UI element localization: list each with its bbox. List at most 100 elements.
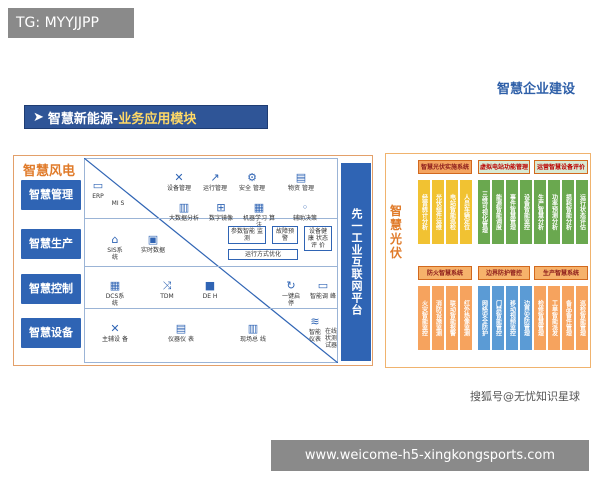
book-icon: ▦ — [253, 201, 265, 214]
dot-icon: ◦ — [301, 201, 309, 214]
tdm-cell: ⤨TDM — [154, 280, 180, 301]
cell-label: 大数据分析 — [168, 215, 199, 222]
pv-item: 设备智能监控 — [520, 180, 532, 244]
cell-label: 安全 管理 — [239, 185, 265, 192]
row-divider — [84, 308, 338, 309]
pv-item: 移动视频监控 — [506, 286, 518, 350]
lock-icon: ■ — [204, 279, 216, 292]
pv-item: 检修智慧管理 — [534, 286, 546, 350]
cell-label: 设备管理 — [166, 185, 191, 192]
refresh-icon: ↻ — [286, 279, 296, 292]
pv-item: 功率预测分析 — [548, 180, 560, 244]
cell-label: 一键启 停 — [281, 293, 300, 307]
source-watermark: 搜狐号@无忧知识星球 — [470, 390, 580, 403]
cell-label: 数字镜像 — [208, 215, 233, 222]
ml-cell: ▦机器学习 算法 — [242, 201, 276, 230]
row-divider — [84, 266, 338, 267]
cell-label: 物资 管理 — [288, 185, 314, 192]
wrench-icon: ✕ — [110, 322, 120, 335]
cell-label: DCS系 统 — [105, 293, 125, 307]
platform-label: 先一工业互联网平台 — [341, 163, 371, 361]
cell-label: ERP — [92, 193, 104, 200]
wifi-icon: ≋ — [310, 315, 320, 328]
shield-icon: ⚙ — [247, 171, 257, 184]
pv-panel: 智慧光伏 智慧光伏实施系统 虚拟电站功能管理 运营智慧设备评价 经营统计分析 光… — [385, 153, 591, 368]
diagonal-divider — [84, 158, 338, 363]
deh-cell: ■DE H — [200, 279, 220, 301]
pv-item: 消防设施监测 — [432, 286, 444, 350]
row-divider — [84, 218, 338, 219]
pv-header: 生产智慧系统 — [534, 266, 588, 280]
decision-cell: ◦辅助决策 — [288, 201, 322, 223]
cell-label: 机器学习 算法 — [243, 215, 275, 229]
safety-mgmt-cell: ⚙安全 管理 — [238, 171, 266, 193]
calendar-icon: ▤ — [175, 322, 187, 335]
pv-item: 备品备件管理 — [562, 286, 574, 350]
pv-label: 智慧光伏 — [390, 204, 403, 260]
smart-meter-cell: ≋智能 仪表 — [306, 315, 324, 344]
monitor-icon: ▭ — [92, 179, 104, 192]
pv-item: 人员车辆定位 — [460, 180, 472, 244]
arrow-icon: ➤ — [33, 109, 44, 125]
panel-icon: ▥ — [247, 322, 259, 335]
fault-warning-box: 故障预 警 — [272, 226, 298, 244]
param-monitor-box: 参数智能 监测 — [228, 226, 266, 244]
digital-mirror-cell: ⊞数字镜像 — [204, 201, 238, 223]
corp-title: 智慧企业建设 — [497, 82, 576, 97]
wind-panel: 智慧风电 智慧管理 智慧生产 智慧控制 智慧设备 ▭ERP MI S ✕设备管理… — [13, 155, 373, 366]
function-grid: ▭ERP MI S ✕设备管理 ↗运行管理 ⚙安全 管理 ▤物资 管理 ▥大数据… — [84, 158, 338, 363]
online-test-cell: 在线 状测 试器 — [322, 328, 340, 349]
pv-item: 能源智能调度 — [492, 180, 504, 244]
mis-cell: MI S — [106, 200, 130, 207]
pv-header: 防火智慧系统 — [418, 266, 472, 280]
cell-label: TDM — [160, 293, 174, 300]
pv-item: 巡检智能管理 — [576, 286, 588, 350]
bigdata-cell: ▥大数据分析 — [164, 201, 204, 223]
cell-label: 在线 状测 试器 — [324, 328, 337, 349]
instrument-cell: ▤仪器仪 表 — [168, 322, 194, 344]
pv-item: 工单智能派发 — [548, 286, 560, 350]
pv-item: 红外热像监测 — [460, 286, 472, 350]
pv-header: 虚拟电站功能管理 — [478, 160, 530, 174]
pv-item: 联动智能报警 — [446, 286, 458, 350]
pv-item: 边界安防管理 — [520, 286, 532, 350]
box-icon: ▤ — [295, 171, 307, 184]
pv-item: 运行状态评估 — [576, 180, 588, 244]
pv-item: 事件智慧管理 — [506, 180, 518, 244]
pv-item: 门禁智能管控 — [492, 286, 504, 350]
tg-badge: TG: MYYJJPP — [8, 8, 134, 38]
main-equip-cell: ✕主辅设 备 — [102, 322, 128, 344]
pv-item: 光伏组件运维 — [432, 180, 444, 244]
chart-icon: ▥ — [178, 201, 190, 214]
erp-cell: ▭ERP — [86, 179, 110, 201]
pv-item: 生产智慧分析 — [534, 180, 546, 244]
side-btn-control: 智慧控制 — [21, 274, 81, 304]
side-btn-equipment: 智慧设备 — [21, 318, 81, 348]
screen-icon: ▣ — [147, 233, 159, 246]
equip-mgmt-cell: ✕设备管理 — [162, 171, 196, 193]
side-btn-production: 智慧生产 — [21, 229, 81, 259]
cell-label: SIS系 统 — [107, 247, 123, 261]
pv-item: 网络安全防护 — [478, 286, 490, 350]
cell-label: MI S — [111, 200, 125, 207]
cell-label: 运行管理 — [202, 185, 227, 192]
pv-header: 边界防护管控 — [478, 266, 530, 280]
material-mgmt-cell: ▤物资 管理 — [288, 171, 314, 193]
pv-item: 电站智能巡检 — [446, 180, 458, 244]
home-icon: ⌂ — [111, 233, 119, 246]
arrow-icon: ↗ — [210, 171, 220, 184]
banner-title-part2: 业务应用模块 — [118, 111, 197, 127]
banner-title-part1: 智慧新能源- — [47, 111, 119, 127]
pv-item: 经营统计分析 — [418, 180, 430, 244]
grid-icon: ▦ — [109, 279, 121, 292]
health-eval-box: 设备健 康 状态评 价 — [304, 226, 332, 251]
cell-label: 实时数据 — [140, 247, 165, 254]
cell-label: 现场总 线 — [240, 336, 266, 343]
pv-item: 三维可视化管理 — [478, 180, 490, 244]
tools-icon: ✕ — [174, 171, 184, 184]
mirror-icon: ⊞ — [216, 201, 226, 214]
pv-header: 运营智慧设备评价 — [534, 160, 588, 174]
pv-item: 损耗智能分析 — [562, 180, 574, 244]
dcs-cell: ▦DCS系 统 — [102, 279, 128, 308]
ops-optimize-box: 运行方式优化 — [228, 249, 298, 260]
